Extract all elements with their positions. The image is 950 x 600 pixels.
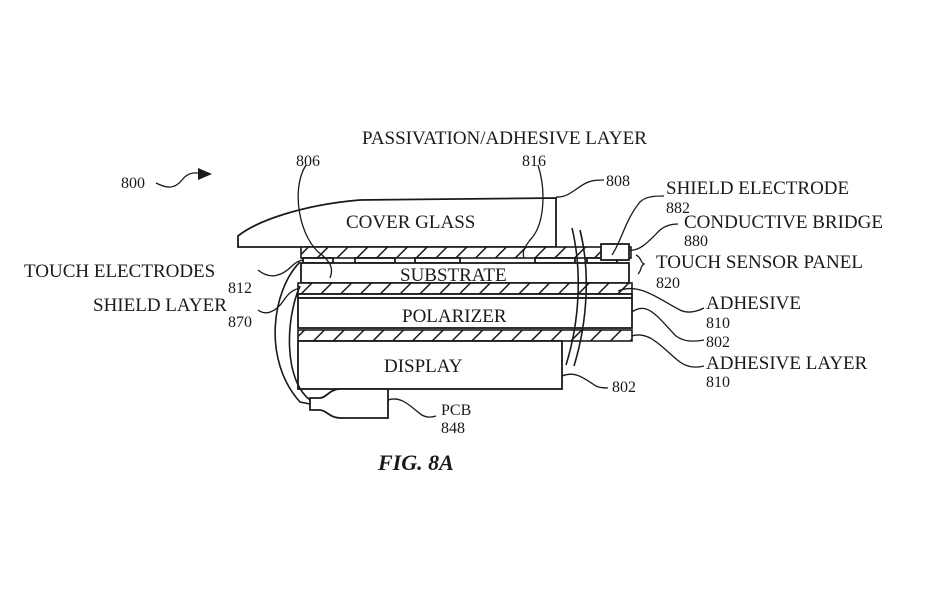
adhesive-layer-label: ADHESIVE LAYER [706,353,868,374]
arrow-head-icon [198,168,212,180]
pcb-board [309,388,389,419]
figure-caption: FIG. 8A [377,450,454,475]
polarizer-label: POLARIZER [402,306,507,327]
leader-adhesive-layer-810 [631,334,705,368]
pcb-label: PCB [441,402,471,419]
flex-cable-outer [274,261,311,405]
num-810-b: 810 [706,374,730,391]
num-802-a: 802 [706,334,730,351]
num-806: 806 [296,153,320,170]
num-820: 820 [656,275,680,292]
leader-848 [387,398,437,418]
num-802-b: 802 [612,379,636,396]
shield-layer-label: SHIELD LAYER [93,295,227,316]
adhesive-hatched-layer [297,282,633,295]
leader-802-b [561,373,609,389]
leader-adhesive-810 [617,287,705,313]
leader-880 [628,223,679,251]
num-870: 870 [228,314,252,331]
leader-808 [555,179,605,198]
display-label: DISPLAY [384,356,463,377]
conductive-bridge [600,243,630,261]
leader-802-a [631,307,705,342]
leader-806 [297,164,333,279]
break-line [565,227,580,366]
cover-glass-label: COVER GLASS [346,212,475,233]
num-808: 808 [606,173,630,190]
conductive-bridge-label: CONDUCTIVE BRIDGE [684,212,883,233]
num-848: 848 [441,420,465,437]
num-882: 882 [666,200,690,217]
touch-electrodes-label: TOUCH ELECTRODES [24,261,215,282]
num-812: 812 [228,280,252,297]
leader-882 [611,195,665,256]
reference-arrow [155,172,203,188]
flex-cable-inner [288,285,311,401]
substrate-label: SUBSTRATE [400,265,507,286]
leader-870 [257,287,301,314]
num-816: 816 [522,153,546,170]
bracket-820 [635,254,646,275]
reference-number-800: 800 [121,175,145,192]
passivation-adhesive-label: PASSIVATION/ADHESIVE LAYER [362,128,647,149]
leader-812 [257,259,305,277]
num-810-a: 810 [706,315,730,332]
break-line [573,229,588,367]
num-880: 880 [684,233,708,250]
leader-816 [522,164,544,259]
shield-electrode-label: SHIELD ELECTRODE [666,178,849,199]
passivation-adhesive-layer [300,246,632,259]
adhesive-label: ADHESIVE [706,293,801,314]
display-layer [297,340,563,390]
cover-glass-layer [237,197,557,248]
touch-sensor-panel-label: TOUCH SENSOR PANEL [656,252,863,273]
